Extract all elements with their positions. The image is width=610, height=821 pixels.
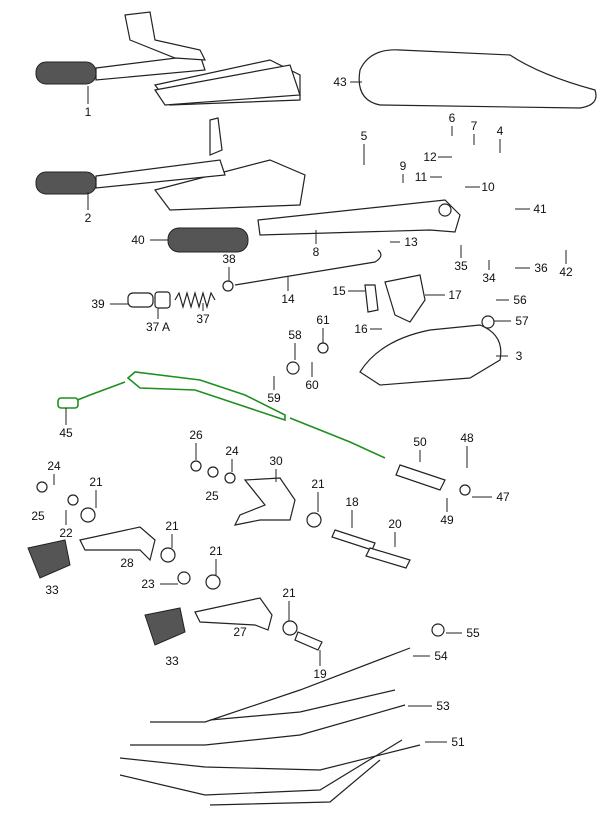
part-label-43: 43 xyxy=(333,75,347,89)
part-label-47: 47 xyxy=(496,490,510,504)
pin-18 xyxy=(331,529,376,551)
handbrake-lever-1 xyxy=(35,11,301,106)
part-label-42: 42 xyxy=(559,265,573,279)
tube-50 xyxy=(395,464,446,491)
part-label-48: 48 xyxy=(460,431,474,445)
part-label-40: 40 xyxy=(131,233,145,247)
part-label-57: 57 xyxy=(515,314,529,328)
block-33a xyxy=(27,539,71,579)
part-label-33b: 33 xyxy=(165,654,179,668)
washer-38 xyxy=(222,280,234,292)
part-label-12: 12 xyxy=(423,150,437,164)
part-label-21c: 21 xyxy=(165,519,179,533)
part-label-58: 58 xyxy=(288,328,302,342)
part-label-21a: 21 xyxy=(89,475,103,489)
part-label-49: 49 xyxy=(440,513,454,527)
part-label-45: 45 xyxy=(59,426,73,440)
part-label-39: 39 xyxy=(91,297,105,311)
block-33b xyxy=(144,607,186,646)
part-label-9: 9 xyxy=(399,159,407,173)
part-label-10: 10 xyxy=(481,180,495,194)
part-label-28: 28 xyxy=(120,556,134,570)
part-label-51: 51 xyxy=(451,735,465,749)
part-label-50: 50 xyxy=(413,435,427,449)
part-label-16: 16 xyxy=(354,322,368,336)
bracket-3 xyxy=(359,324,502,386)
lever-30 xyxy=(233,477,296,526)
part-label-3: 3 xyxy=(515,349,523,363)
part-label-61: 61 xyxy=(316,313,330,327)
part-label-25a: 25 xyxy=(205,489,219,503)
part-label-33a: 33 xyxy=(45,583,59,597)
part-label-53: 53 xyxy=(436,699,450,713)
part-label-27: 27 xyxy=(233,625,247,639)
leader-lines xyxy=(53,81,567,743)
part-label-36: 36 xyxy=(534,261,548,275)
grip-40 xyxy=(167,227,249,253)
part-label-14: 14 xyxy=(281,292,295,306)
part-label-24b: 24 xyxy=(47,459,61,473)
part-label-55: 55 xyxy=(466,626,480,640)
cable-45 xyxy=(57,371,386,459)
sleeve-39 xyxy=(127,292,154,308)
part-label-11: 11 xyxy=(414,170,428,184)
part-label-8: 8 xyxy=(312,245,320,259)
part-label-20: 20 xyxy=(388,517,402,531)
part-label-17: 17 xyxy=(448,288,462,302)
lever-bar-8 xyxy=(257,199,461,236)
part-label-19: 19 xyxy=(313,667,327,681)
part-label-22: 22 xyxy=(59,526,73,540)
part-label-60: 60 xyxy=(305,378,319,392)
part-label-21b: 21 xyxy=(311,477,325,491)
pin-19 xyxy=(294,631,323,651)
lever-28 xyxy=(79,526,156,562)
sleeve-37a xyxy=(154,291,171,309)
handbrake-lever-2 xyxy=(35,117,306,211)
pin-20 xyxy=(365,547,411,569)
rod-14 xyxy=(234,249,382,286)
pawl-15 xyxy=(364,284,379,313)
part-label-37a: 37 A xyxy=(145,320,171,334)
part-label-6: 6 xyxy=(448,111,456,125)
part-label-38: 38 xyxy=(222,252,236,266)
sector-17 xyxy=(384,274,426,323)
part-label-21e: 21 xyxy=(282,586,296,600)
part-label-41: 41 xyxy=(533,202,547,216)
part-label-34: 34 xyxy=(482,271,496,285)
part-label-7: 7 xyxy=(470,119,478,133)
part-label-56: 56 xyxy=(513,293,527,307)
part-label-1: 1 xyxy=(84,105,92,119)
part-label-59: 59 xyxy=(267,391,281,405)
part-label-24a: 24 xyxy=(225,444,239,458)
part-label-15: 15 xyxy=(332,284,346,298)
part-label-18: 18 xyxy=(345,495,359,509)
part-label-2: 2 xyxy=(84,211,92,225)
part-label-30: 30 xyxy=(269,454,283,468)
cables-51-53-54 xyxy=(119,647,421,806)
boot-43 xyxy=(358,49,597,109)
part-label-54: 54 xyxy=(434,649,448,663)
part-label-25b: 25 xyxy=(31,509,45,523)
part-label-5: 5 xyxy=(360,129,368,143)
part-label-21d: 21 xyxy=(209,544,223,558)
lever-27 xyxy=(194,597,273,631)
part-label-23: 23 xyxy=(141,577,155,591)
part-label-26: 26 xyxy=(189,428,203,442)
part-label-35: 35 xyxy=(454,259,468,273)
spring-37 xyxy=(174,290,216,310)
part-label-13: 13 xyxy=(404,235,418,249)
part-label-4: 4 xyxy=(496,124,504,138)
washers xyxy=(36,315,495,637)
part-label-37: 37 xyxy=(196,312,210,326)
